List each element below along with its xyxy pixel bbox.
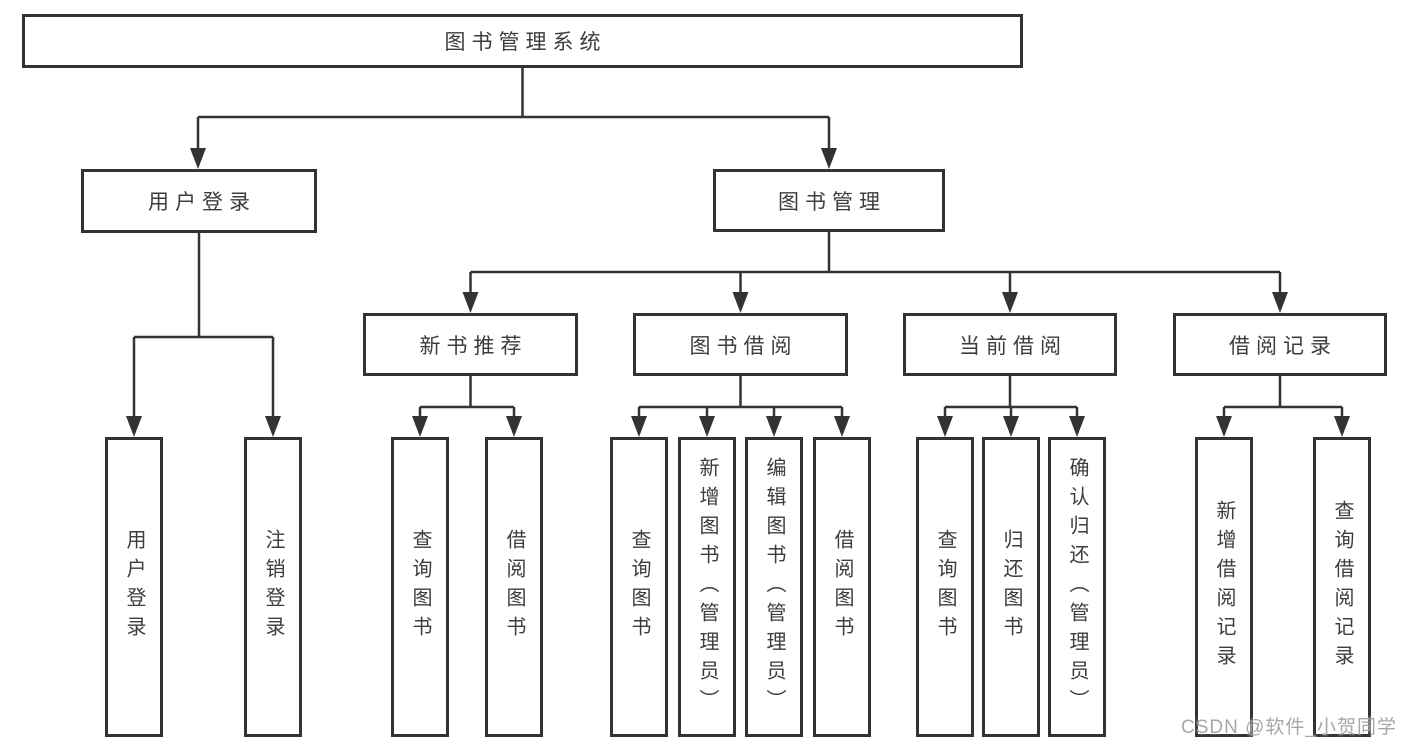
connector-book-mgmt	[462, 232, 1288, 313]
node-book-borrow: 图书借阅	[633, 313, 848, 376]
leaf-label: 查询图书	[409, 529, 431, 645]
leaf-newbooks-query: 查询图书	[391, 437, 449, 737]
arrow-down-icon	[732, 292, 749, 313]
arrow-down-icon	[1334, 416, 1350, 437]
connector-new-books	[412, 376, 522, 437]
node-book-mgmt: 图书管理	[713, 169, 945, 232]
arrow-down-icon	[190, 148, 206, 169]
leaf-label: 用户登录	[123, 529, 145, 645]
arrow-down-icon	[699, 416, 715, 437]
arrow-down-icon	[265, 416, 281, 437]
leaf-bookborrow-query: 查询图书	[610, 437, 668, 737]
leaf-logout: 注销登录	[244, 437, 302, 737]
connector-root	[190, 68, 837, 169]
leaf-records-query: 查询借阅记录	[1313, 437, 1371, 737]
leaf-label: 新增图书（管理员）	[696, 456, 718, 718]
arrow-down-icon	[462, 292, 479, 313]
leaf-bookborrow-add: 新增图书（管理员）	[678, 437, 736, 737]
arrow-down-icon	[937, 416, 953, 437]
arrow-down-icon	[412, 416, 428, 437]
connector-borrow-records	[1216, 376, 1350, 437]
leaf-label: 查询借阅记录	[1331, 500, 1353, 674]
arrow-down-icon	[1069, 416, 1085, 437]
arrow-down-icon	[631, 416, 647, 437]
connector-book-borrow	[631, 376, 850, 437]
arrow-down-icon	[126, 416, 142, 437]
arrow-down-icon	[1216, 416, 1232, 437]
leaf-label: 注销登录	[262, 529, 284, 645]
leaf-currentborrow-return: 归还图书	[982, 437, 1040, 737]
node-user-login: 用户登录	[81, 169, 317, 233]
node-new-books: 新书推荐	[363, 313, 578, 376]
leaf-records-add: 新增借阅记录	[1195, 437, 1253, 737]
leaf-label: 新增借阅记录	[1213, 500, 1235, 674]
leaf-label: 查询图书	[628, 529, 650, 645]
csdn-watermark: CSDN @软件_小贺同学	[1181, 717, 1397, 738]
leaf-bookborrow-edit: 编辑图书（管理员）	[745, 437, 803, 737]
arrow-down-icon	[766, 416, 782, 437]
arrow-down-icon	[834, 416, 850, 437]
leaf-bookborrow-borrow: 借阅图书	[813, 437, 871, 737]
leaf-currentborrow-query: 查询图书	[916, 437, 974, 737]
arrow-down-icon	[1272, 292, 1288, 313]
arrow-down-icon	[1003, 416, 1019, 437]
leaf-newbooks-borrow: 借阅图书	[485, 437, 543, 737]
node-root: 图书管理系统	[22, 14, 1023, 68]
arrow-down-icon	[506, 416, 522, 437]
node-borrow-records: 借阅记录	[1173, 313, 1387, 376]
connector-user-login	[126, 233, 281, 437]
leaf-label: 查询图书	[934, 529, 956, 645]
leaf-label: 归还图书	[1000, 529, 1022, 645]
arrow-down-icon	[1002, 292, 1018, 313]
arrow-down-icon	[821, 148, 837, 169]
leaf-label: 编辑图书（管理员）	[763, 456, 785, 718]
leaf-user-login: 用户登录	[105, 437, 163, 737]
connector-current-borrow	[937, 376, 1085, 437]
leaf-label: 确认归还（管理员）	[1066, 456, 1088, 718]
leaf-label: 借阅图书	[831, 529, 853, 645]
leaf-currentborrow-confirm: 确认归还（管理员）	[1048, 437, 1106, 737]
leaf-label: 借阅图书	[503, 529, 525, 645]
node-current-borrow: 当前借阅	[903, 313, 1117, 376]
